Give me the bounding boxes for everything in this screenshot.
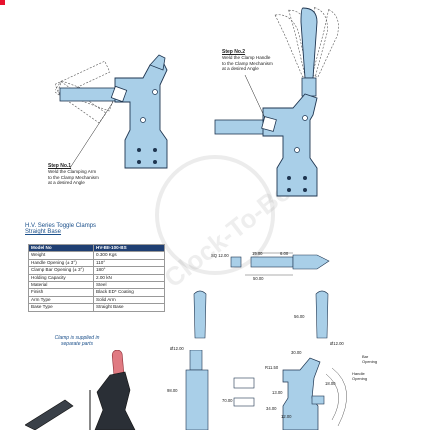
spec-value: 0.300 Kgs — [93, 251, 165, 260]
series-subtitle: Straight Base — [25, 229, 62, 235]
step2-line-3: at a desired Angle — [222, 66, 259, 72]
step2-line-2: to the Clamp Mechanism — [222, 60, 273, 66]
parts-illustration — [25, 350, 136, 430]
handle-detail-left — [193, 290, 207, 339]
series-heading: H.V. Series Toggle Clamps Straight Base — [25, 223, 96, 235]
dim-r115: R11.50 — [265, 365, 279, 370]
spec-header-value: HV-BII-100-BS — [93, 243, 165, 253]
spec-header-key: Model No — [28, 243, 94, 253]
black-arm-part — [25, 399, 74, 430]
spec-table-header: Model No HV-BII-100-BS — [28, 243, 165, 253]
dim-6: 6.00 — [280, 251, 289, 256]
handle-opening-label: Handle Opening — [352, 371, 368, 381]
step2-line-1: Weld the Clamp Handle — [222, 55, 271, 60]
spec-key: Handle Opening (± 3°) — [28, 258, 94, 268]
arm-bar — [214, 119, 266, 135]
spec-value: 2.00 kN — [93, 273, 165, 283]
dim-70: 70.00 — [222, 398, 233, 403]
step1-line-3: at a desired Angle — [48, 180, 85, 186]
dim-sq: SQ 12.00 — [211, 253, 229, 258]
dim-18: 18.00 — [325, 381, 336, 386]
dim-98: 98.00 — [167, 388, 178, 393]
spec-key: Arm Type — [28, 295, 94, 305]
dim-15: 15.00 — [252, 251, 263, 256]
black-clamp-part — [94, 371, 136, 430]
front-view-drawing — [233, 357, 347, 430]
clamp-body-2 — [262, 93, 318, 197]
dim-phi12-right: Ø12.00 — [330, 341, 344, 346]
spec-value: Solid Arm — [93, 295, 165, 305]
spec-row: Clamp Bar Opening (± 3°)180° — [28, 266, 165, 275]
spec-row: Handle Opening (± 3°)110° — [28, 258, 165, 268]
step1-drawing — [55, 54, 168, 169]
spec-key: Clamp Bar Opening (± 3°) — [28, 266, 94, 275]
clamp-note-line-2: separate parts — [61, 341, 93, 347]
step1-line-1: Weld the Clamping Arm — [48, 169, 97, 174]
spec-value: Straight Base — [93, 303, 165, 312]
dim-13: 13.00 — [272, 390, 283, 395]
bar-opening-label: Bar Opening — [362, 354, 378, 364]
dim-34: 34.00 — [266, 406, 277, 411]
spec-key: Finish — [28, 288, 94, 297]
dim-50: 50.00 — [253, 276, 264, 281]
watermark-ring — [155, 155, 275, 275]
top-view-drawing — [230, 252, 330, 276]
dim-56: 56.00 — [294, 314, 305, 319]
step2-caption: Step No.2 Weld the Clamp Handle to the C… — [222, 49, 302, 72]
spec-value: 110° — [93, 258, 165, 268]
dim-30: 30.00 — [291, 350, 302, 355]
spec-key: Weight — [28, 251, 94, 260]
spec-key: Material — [28, 281, 94, 290]
handle-detail-right — [315, 290, 329, 339]
clamp-note-line-1: Clamp is supplied in — [54, 335, 100, 341]
spec-value: 180° — [93, 266, 165, 275]
dim-phi12-left: Ø12.00 — [170, 346, 184, 351]
step1-title: Step No.1 — [48, 163, 72, 169]
spec-key: Base Type — [28, 303, 94, 312]
dim-12: 12.00 — [281, 414, 292, 419]
step1-line-2: to the Clamp Mechanism — [48, 174, 99, 180]
series-title: H.V. Series Toggle Clamps — [25, 223, 97, 229]
clamp-handle — [300, 7, 318, 79]
side-view-drawing — [185, 350, 209, 430]
spec-key: Holding Capacity — [28, 273, 94, 283]
spec-value: Steel — [93, 281, 165, 290]
step2-drawing — [214, 7, 339, 197]
step1-caption: Step No.1 Weld the Clamping Arm to the C… — [48, 163, 118, 186]
spec-value: Black ED* Coating — [93, 288, 165, 297]
clamp-note: Clamp is supplied in separate parts — [42, 335, 112, 347]
clamping-arm — [59, 87, 119, 102]
clamp-body — [114, 61, 168, 169]
step2-title: Step No.2 — [222, 49, 246, 55]
corner-accent — [0, 0, 5, 5]
